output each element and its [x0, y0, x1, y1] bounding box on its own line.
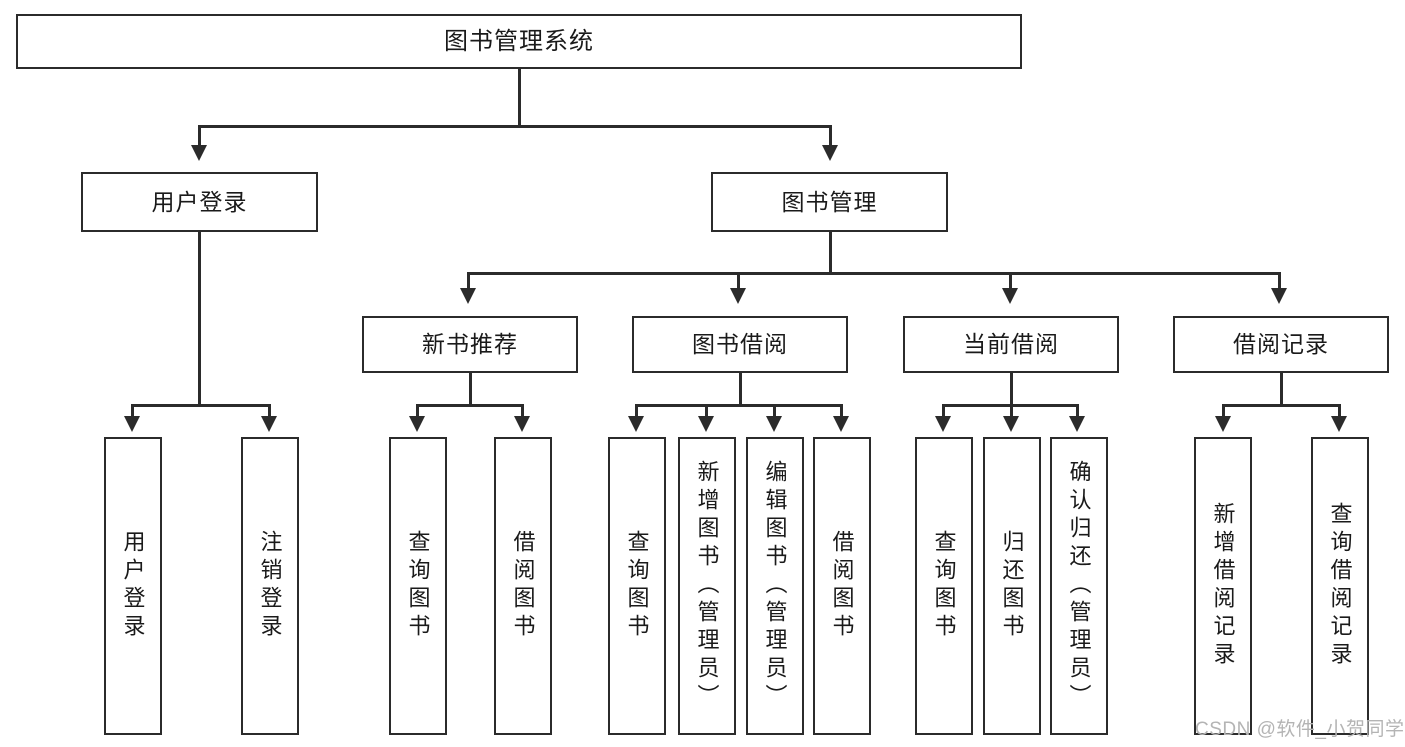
arrowhead-leaf-user-login: [124, 416, 140, 432]
node-label: 编辑图书（管理员）: [762, 460, 788, 712]
arrowhead-leaf-query-book-a: [409, 416, 425, 432]
arrowhead-new-book-recommend: [460, 288, 476, 304]
leaf-confirm-return[interactable]: 确认归还（管理员）: [1050, 437, 1108, 735]
connector-bm-to-book-borrow: [737, 272, 740, 290]
leaf-add-borrow-record[interactable]: 新增借阅记录: [1194, 437, 1252, 735]
arrowhead-book-management: [822, 145, 838, 161]
node-label: 用户登录: [151, 188, 248, 215]
connector-borrow-record-bus: [1222, 404, 1341, 407]
node-label: 查询借阅记录: [1327, 502, 1353, 670]
connector-cb-leaf-3: [1076, 404, 1079, 418]
node-label: 借阅图书: [829, 530, 855, 642]
leaf-logout[interactable]: 注销登录: [241, 437, 299, 735]
arrowhead-leaf-borrow-book-b: [833, 416, 849, 432]
connector-user-login-bus: [131, 404, 270, 407]
connector-bm-to-current-borrow: [1009, 272, 1012, 290]
node-label: 归还图书: [999, 530, 1025, 642]
arrowhead-leaf-add-record: [1215, 416, 1231, 432]
arrowhead-leaf-logout: [261, 416, 277, 432]
arrowhead-leaf-query-book-b: [628, 416, 644, 432]
csdn-watermark: CSDN @软件_小贺同学: [1195, 719, 1405, 740]
connector-book-management-bus: [467, 272, 1281, 275]
node-label: 新增借阅记录: [1210, 502, 1236, 670]
node-label: 当前借阅: [963, 331, 1059, 358]
connector-current-borrow-stem: [1010, 373, 1013, 406]
arrowhead-leaf-borrow-book-a: [514, 416, 530, 432]
connector-br-leaf-2: [1338, 404, 1341, 418]
node-label: 查询图书: [405, 530, 431, 642]
node-label: 用户登录: [120, 530, 146, 642]
leaf-query-borrow-record[interactable]: 查询借阅记录: [1311, 437, 1369, 735]
node-label: 图书管理: [781, 188, 878, 215]
connector-cb-leaf-1: [942, 404, 945, 418]
node-book-management-system[interactable]: 图书管理系统: [16, 14, 1022, 69]
node-book-management[interactable]: 图书管理: [711, 172, 948, 232]
leaf-borrow-book[interactable]: 借阅图书: [813, 437, 871, 735]
arrowhead-leaf-add-book: [698, 416, 714, 432]
connector-book-borrow-stem: [739, 373, 742, 406]
node-label: 注销登录: [257, 530, 283, 642]
node-label: 查询图书: [931, 530, 957, 642]
arrowhead-user-login: [191, 145, 207, 161]
arrowhead-leaf-edit-book: [766, 416, 782, 432]
node-label: 新书推荐: [422, 331, 518, 358]
node-current-borrow[interactable]: 当前借阅: [903, 316, 1119, 373]
leaf-user-login[interactable]: 用户登录: [104, 437, 162, 735]
node-borrow-record[interactable]: 借阅记录: [1173, 316, 1389, 373]
connector-cb-leaf-2: [1010, 404, 1013, 418]
node-label: 新增图书（管理员）: [694, 460, 720, 712]
connector-bb-leaf-4: [840, 404, 843, 418]
connector-borrow-record-stem: [1280, 373, 1283, 406]
node-label: 查询图书: [624, 530, 650, 642]
leaf-query-book-recommend[interactable]: 查询图书: [389, 437, 447, 735]
node-label: 图书借阅: [692, 331, 788, 358]
leaf-borrow-book-recommend[interactable]: 借阅图书: [494, 437, 552, 735]
arrowhead-book-borrow: [730, 288, 746, 304]
connector-new-book-leaf-2: [521, 404, 524, 418]
connector-bb-leaf-2: [705, 404, 708, 418]
node-label: 借阅图书: [510, 530, 536, 642]
leaf-query-book-current[interactable]: 查询图书: [915, 437, 973, 735]
node-label: 借阅记录: [1233, 331, 1329, 358]
node-new-book-recommend[interactable]: 新书推荐: [362, 316, 578, 373]
connector-book-management-stem: [829, 232, 832, 274]
arrowhead-leaf-return-book: [1003, 416, 1019, 432]
leaf-edit-book[interactable]: 编辑图书（管理员）: [746, 437, 804, 735]
connector-user-login-leaf-1: [131, 404, 134, 418]
connector-root-stem: [518, 69, 521, 127]
arrowhead-leaf-query-book-c: [935, 416, 951, 432]
leaf-query-book-borrow[interactable]: 查询图书: [608, 437, 666, 735]
connector-bb-leaf-1: [635, 404, 638, 418]
leaf-return-book[interactable]: 归还图书: [983, 437, 1041, 735]
connector-book-borrow-bus: [635, 404, 843, 407]
connector-bm-to-borrow-record: [1278, 272, 1281, 290]
connector-br-leaf-1: [1222, 404, 1225, 418]
connector-root-to-book-management: [829, 125, 832, 147]
arrowhead-current-borrow: [1002, 288, 1018, 304]
connector-new-book-leaf-1: [416, 404, 419, 418]
arrowhead-borrow-record: [1271, 288, 1287, 304]
node-label: 图书管理系统: [444, 27, 594, 55]
connector-bb-leaf-3: [773, 404, 776, 418]
node-label: 确认归还（管理员）: [1066, 460, 1092, 712]
connector-root-to-user-login: [198, 125, 201, 147]
arrowhead-leaf-confirm-return: [1069, 416, 1085, 432]
node-user-login[interactable]: 用户登录: [81, 172, 318, 232]
arrowhead-leaf-query-record: [1331, 416, 1347, 432]
leaf-add-book[interactable]: 新增图书（管理员）: [678, 437, 736, 735]
node-book-borrow[interactable]: 图书借阅: [632, 316, 848, 373]
connector-user-login-leaf-2: [268, 404, 271, 418]
connector-user-login-stem: [198, 232, 201, 406]
connector-new-book-bus: [416, 404, 524, 407]
connector-root-bus: [198, 125, 832, 128]
connector-bm-to-new-book: [467, 272, 470, 290]
connector-new-book-stem: [469, 373, 472, 406]
